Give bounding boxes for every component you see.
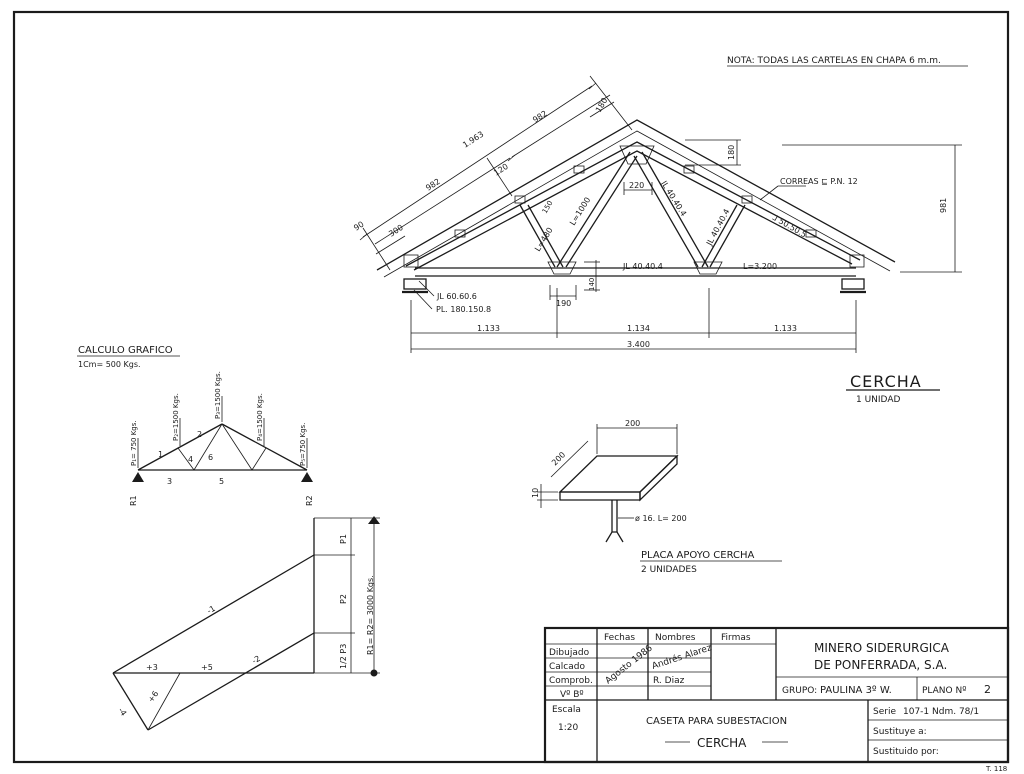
force-m2: -2 (251, 654, 262, 666)
dim-180-right: 180 (727, 145, 736, 160)
tb-col-nombres: Nombres (655, 633, 696, 643)
tb-drawing: CERCHA (697, 736, 747, 750)
tb-sustituye: Sustituye a: (873, 727, 927, 737)
tb-serie-value: 107-1 Ndm. 78/1 (903, 707, 979, 717)
tb-date: Agosto 1986 (604, 643, 655, 686)
load-p3: P₃=1500 Kgs. (214, 371, 222, 419)
tb-row-calcado: Calcado (549, 662, 585, 672)
dim-total: 3.400 (627, 340, 650, 349)
tb-col-firmas: Firmas (721, 633, 751, 643)
dim-190: 190 (556, 299, 571, 308)
tb-serie-label: Serie (873, 707, 896, 717)
tb-escala-value: 1:20 (558, 723, 578, 733)
corner-mark: T. 118 (985, 765, 1007, 773)
poly-p1: P1 (339, 534, 348, 544)
force-p3: +3 (146, 663, 158, 672)
label-l3200: L=3.200 (743, 262, 777, 271)
load-p1: P₁= 750 Kgs. (130, 420, 138, 466)
label-jl40-web-right: JL 40.40.4 (704, 207, 731, 247)
dim-120: 120 (492, 162, 510, 178)
plate-drawing (537, 424, 679, 543)
dim-span-3: 1.133 (774, 324, 797, 333)
label-pl: PL. 180.150.8 (436, 305, 491, 314)
tb-grupo-label: GRUPO: (782, 686, 817, 696)
sheet-border (12, 10, 1010, 764)
truss-elevation: 1.963 982 982 180 120 90 300 180 981 220… (352, 75, 962, 353)
note-text: NOTA: TODAS LAS CARTELAS EN CHAPA 6 m.m. (727, 56, 941, 66)
dim-982-lower: 982 (424, 177, 442, 193)
dim-140: 140 (588, 278, 596, 291)
plate-subtitle: 2 UNIDADES (641, 565, 697, 575)
dim-90: 90 (352, 220, 365, 233)
tb-row-comprob: Comprob. (549, 676, 593, 686)
truss-title: CERCHA (850, 372, 922, 391)
tb-company-2: DE PONFERRADA, S.A. (814, 658, 947, 672)
tb-sustituido: Sustituido por: (873, 747, 939, 757)
force-m1: -1 (206, 604, 217, 616)
member-3: 3 (167, 477, 172, 486)
poly-p2: P2 (339, 594, 348, 604)
tb-name-2: R. Diaz (653, 676, 685, 686)
calc-scale: 1Cm= 500 Kgs. (78, 360, 141, 369)
calc-title: CALCULO GRAFICO (78, 345, 173, 356)
force-m4: -4 (116, 706, 128, 718)
dim-981: 981 (939, 198, 948, 213)
tb-company-1: MINERO SIDERURGICA (814, 641, 950, 655)
poly-reaction: R1= R2= 3000 Kgs. (366, 575, 375, 655)
label-l1000: L=1000 (568, 196, 592, 228)
label-jl40-bottom: JL 40.40.4 (622, 262, 663, 271)
plate-title: PLACA APOYO CERCHA (641, 550, 755, 561)
dim-180-top: 180 (594, 96, 609, 114)
calc-truss (132, 396, 313, 482)
dim-span-2: 1.134 (627, 324, 650, 333)
tb-col-fechas: Fechas (604, 633, 635, 643)
load-p5: P₅=750 Kgs. (299, 423, 307, 466)
tb-project: CASETA PARA SUBESTACION (646, 716, 787, 727)
tb-escala-label: Escala (552, 705, 581, 715)
reaction-r1: R1 (129, 495, 138, 506)
load-p2: P₂=1500 Kgs. (172, 393, 180, 441)
dim-300: 300 (387, 223, 405, 239)
plate-bar: ø 16. L= 200 (635, 514, 687, 523)
poly-half-p3: 1/2 P3 (339, 644, 348, 669)
label-angle-50: ⅃ 50.50.5 (771, 213, 808, 240)
plate-depth: 200 (550, 450, 567, 467)
dim-982-upper: 982 (531, 109, 549, 125)
load-p4: P₄=1500 Kgs. (256, 393, 264, 441)
tb-row-dibujado: Dibujado (549, 648, 590, 658)
force-p6: +6 (146, 689, 160, 704)
force-p5: +5 (201, 663, 213, 672)
label-correas: CORREAS ⊑ P.N. 12 (780, 177, 858, 186)
tb-grupo-value: PAULINA 3º W. (820, 685, 892, 696)
member-4: 4 (188, 455, 193, 464)
tb-name-1: Andrés Alarez (651, 642, 714, 672)
tb-row-vb: Vº Bº (560, 690, 584, 700)
dim-span-1: 1.133 (477, 324, 500, 333)
member-1: 1 (158, 450, 163, 459)
plate-thickness: 10 (531, 488, 540, 498)
reaction-r2: R2 (305, 495, 314, 506)
label-jl60: JL 60.60.6 (436, 292, 477, 301)
tb-plano-label: PLANO Nº (922, 686, 966, 696)
dim-220: 220 (629, 181, 644, 190)
plate-width: 200 (625, 419, 640, 428)
label-jl40-web-center: JL 40.40.4 (659, 178, 688, 217)
label-l480: L=480 (533, 226, 555, 253)
member-6: 6 (208, 453, 213, 462)
dim-1963: 1.963 (461, 130, 485, 150)
force-polygon (112, 516, 380, 731)
truss-subtitle: 1 UNIDAD (856, 395, 900, 405)
member-5: 5 (219, 477, 224, 486)
member-2: 2 (197, 430, 202, 439)
tb-plano-value: 2 (984, 683, 991, 696)
title-block (543, 626, 1010, 764)
